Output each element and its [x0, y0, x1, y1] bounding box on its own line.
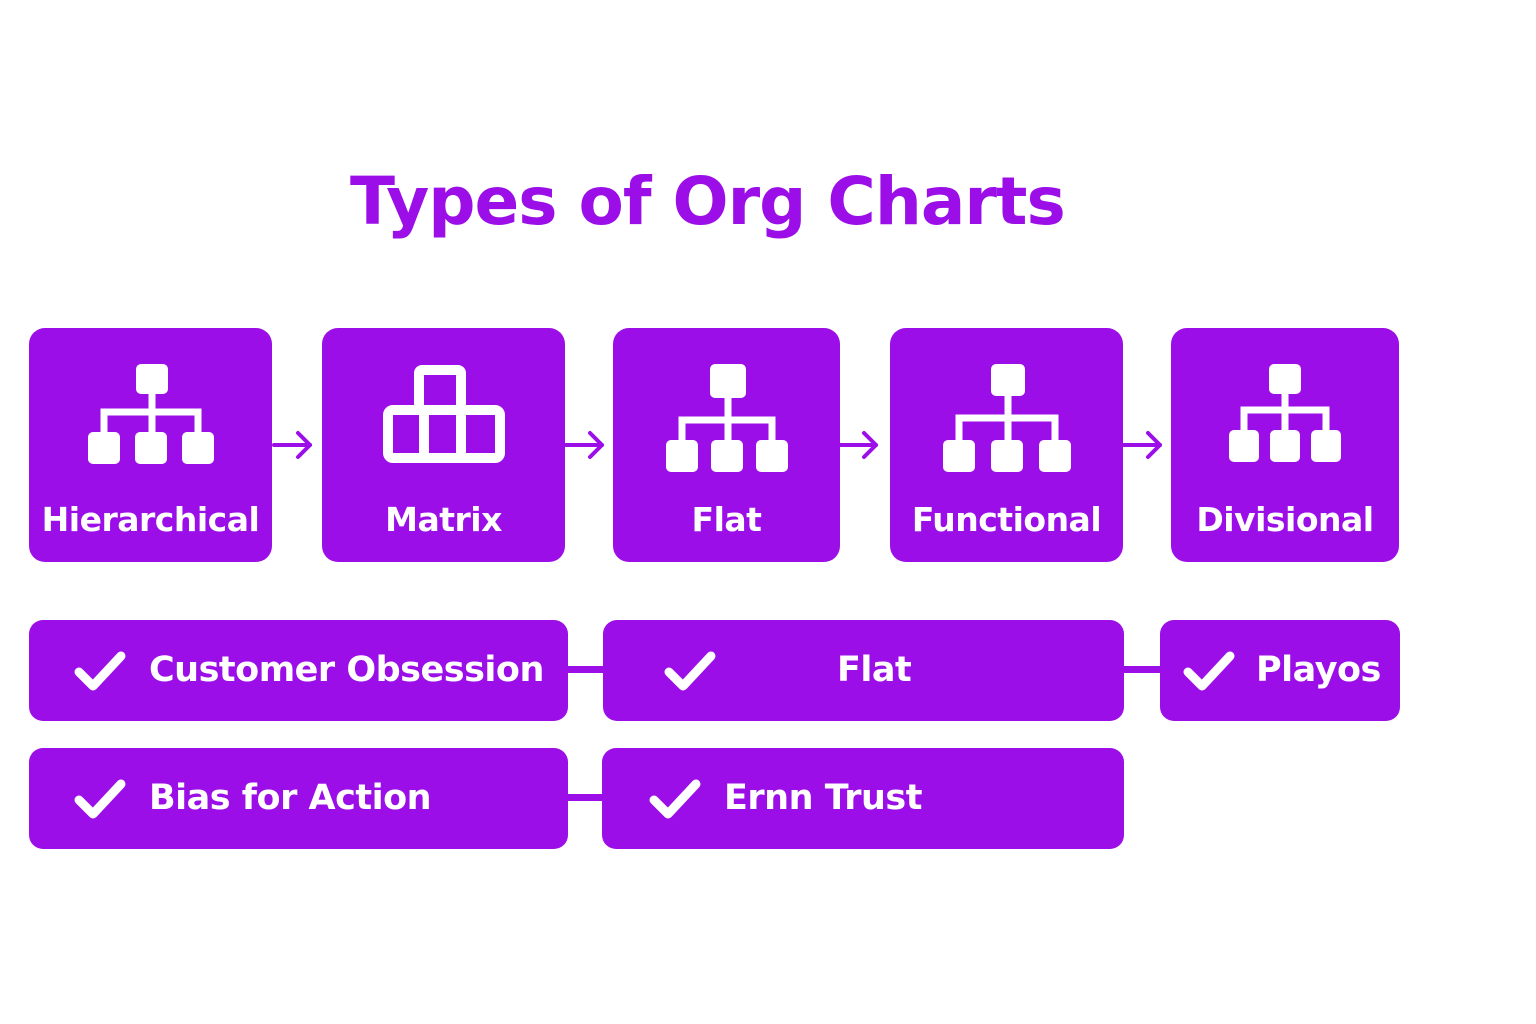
principle-label: Playos [1256, 650, 1381, 690]
card-label: Divisional [1196, 500, 1374, 539]
hierarchy-icon [87, 364, 214, 464]
arrow-right-icon [1122, 431, 1162, 459]
card-divisional: Divisional [1171, 328, 1399, 562]
connector-line [566, 666, 606, 673]
card-hierarchical: Hierarchical [29, 328, 272, 562]
flat-org-icon [665, 364, 788, 472]
principle-label: Customer Obsession [149, 650, 544, 690]
matrix-grid-icon [382, 365, 505, 463]
checkmark-icon [74, 779, 126, 819]
checkmark-icon [74, 651, 126, 691]
principle-label: Bias for Action [149, 778, 432, 818]
card-label: Flat [691, 500, 762, 539]
principle-flat: Flat [603, 620, 1124, 721]
checkmark-icon [664, 651, 716, 691]
principle-playos: Playos [1160, 620, 1400, 721]
card-label: Matrix [385, 500, 502, 539]
principle-earn-trust: Ernn Trust [602, 748, 1124, 849]
arrow-right-icon [564, 431, 604, 459]
functional-org-icon [942, 364, 1071, 472]
checkmark-icon [1183, 651, 1235, 691]
connector-line [1122, 666, 1162, 673]
principle-customer-obsession: Customer Obsession [29, 620, 568, 721]
arrow-right-icon [838, 431, 878, 459]
principle-label: Flat [837, 650, 912, 690]
card-label: Hierarchical [41, 500, 260, 539]
page-title: Types of Org Charts [350, 163, 1066, 240]
card-flat: Flat [613, 328, 840, 562]
card-matrix: Matrix [322, 328, 565, 562]
connector-line [566, 794, 606, 801]
card-label: Functional [911, 500, 1102, 539]
divisional-org-icon [1229, 364, 1341, 462]
principle-label: Ernn Trust [724, 778, 922, 818]
arrow-right-icon [272, 431, 312, 459]
card-functional: Functional [890, 328, 1123, 562]
checkmark-icon [649, 779, 701, 819]
principle-bias-for-action: Bias for Action [29, 748, 568, 849]
